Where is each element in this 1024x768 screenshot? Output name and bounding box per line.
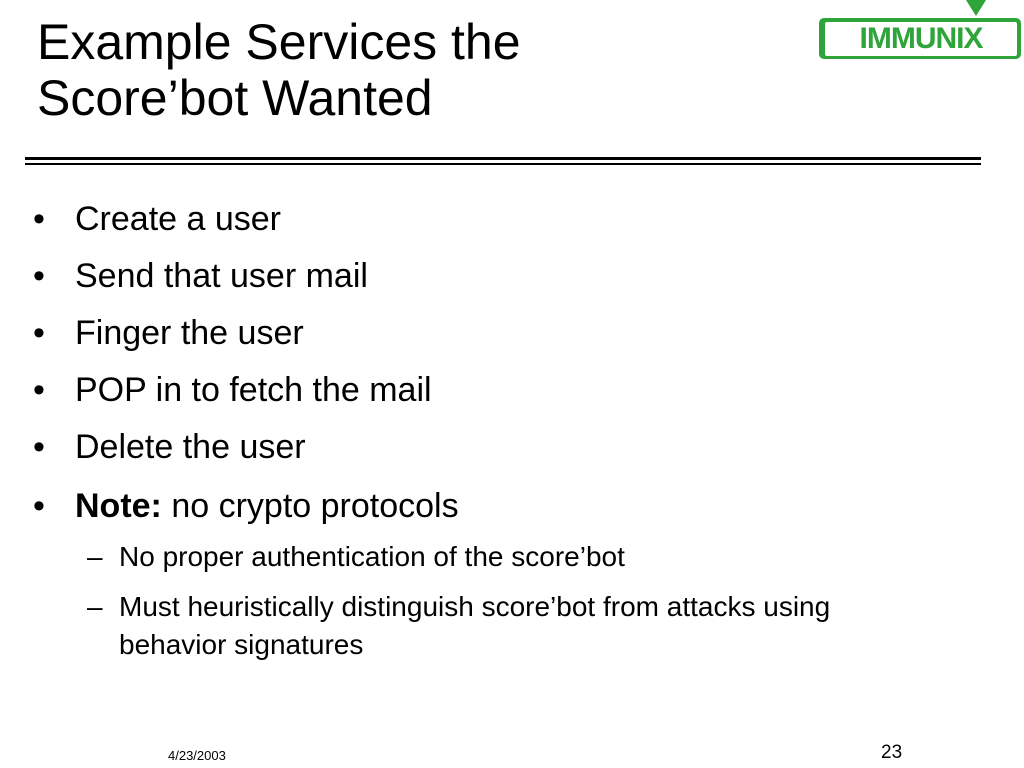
- bullet-item: • Finger the user: [33, 313, 304, 353]
- sub-bullet-item: – No proper authentication of the score’…: [87, 538, 927, 576]
- slide-title: Example Services the Score’bot Wanted: [37, 14, 777, 126]
- bullet-dot: •: [33, 428, 45, 466]
- bullet-item: • Delete the user: [33, 427, 306, 467]
- note-label: Note:: [75, 487, 162, 525]
- bullet-text: POP in to fetch the mail: [75, 371, 432, 409]
- sub-bullet-dash: –: [87, 541, 103, 572]
- bullet-dot: •: [33, 257, 45, 295]
- note-text: no crypto protocols: [161, 487, 459, 525]
- bullet-text: Delete the user: [75, 428, 306, 466]
- sub-bullet-text: No proper authentication of the score’bo…: [119, 541, 625, 572]
- title-divider-top: [25, 157, 981, 160]
- bullet-item: • Send that user mail: [33, 256, 368, 296]
- bullet-text: Create a user: [75, 200, 281, 238]
- sub-bullet-dash: –: [87, 591, 103, 622]
- sub-bullet-item: – Must heuristically distinguish score’b…: [87, 588, 927, 664]
- bullet-dot: •: [33, 371, 45, 409]
- footer-date: 4/23/2003: [168, 748, 226, 763]
- page-number: 23: [881, 742, 903, 763]
- bullet-item: • Create a user: [33, 199, 281, 239]
- sub-bullet-text: Must heuristically distinguish score’bot…: [119, 591, 831, 660]
- logo-triangle-icon: [966, 0, 986, 16]
- bullet-text: Finger the user: [75, 314, 304, 352]
- bullet-dot: •: [33, 200, 45, 238]
- bullet-text: Send that user mail: [75, 257, 368, 295]
- bullet-item-note: • Note: no crypto protocols: [33, 486, 459, 526]
- slide-title-line-2: Score’bot Wanted: [37, 70, 433, 126]
- bullet-dot: •: [33, 487, 45, 525]
- slide-title-line-1: Example Services the: [37, 14, 521, 70]
- logo-text: IMMUNIX: [825, 22, 1017, 56]
- bullet-item: • POP in to fetch the mail: [33, 370, 432, 410]
- bullet-dot: •: [33, 314, 45, 352]
- title-divider-bottom: [25, 163, 981, 165]
